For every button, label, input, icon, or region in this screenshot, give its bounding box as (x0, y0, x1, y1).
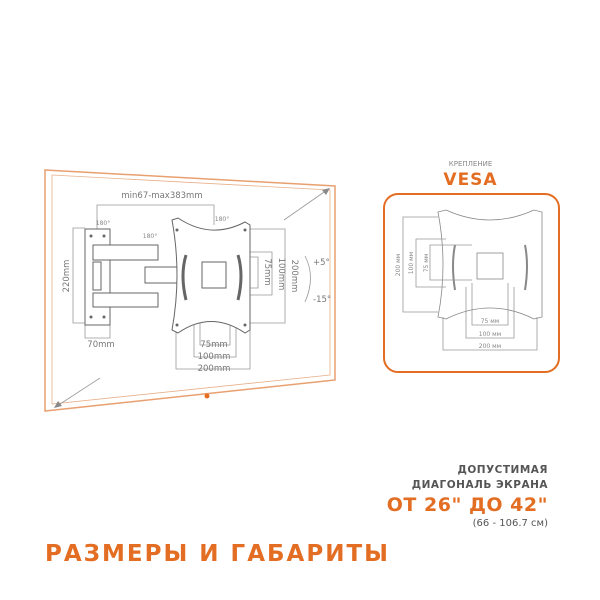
vesa-v-100-label: 100mm (276, 258, 286, 291)
swivel-badge: 180° (143, 233, 157, 240)
diagonal-range: ОТ 26" ДО 42" (386, 494, 548, 516)
vesa-h-100-label: 100 мм (479, 331, 501, 338)
tilt-up-label: +5° (313, 258, 330, 268)
section-title: РАЗМЕРЫ И ГАБАРИТЫ (45, 541, 390, 567)
diagonal-label-line1: ДОПУСТИМАЯ (457, 464, 548, 476)
vesa-caption: КРЕПЛЕНИЕ (448, 160, 493, 168)
vesa-v-100-label: 100 мм (408, 252, 415, 274)
diagonal-label-line2: ДИАГОНАЛЬ ЭКРАНА (411, 479, 548, 491)
wall-plate-height-label: 220mm (62, 260, 72, 293)
vesa-v-75-label: 75mm (262, 258, 272, 285)
vesa-v-200-label: 200mm (289, 260, 299, 293)
vesa-h-75-label: 75mm (200, 340, 227, 350)
diagonal-range-cm: (66 - 106.7 см) (472, 518, 548, 529)
vesa-h-100-label: 100mm (198, 352, 231, 362)
tv-plate (171, 217, 251, 334)
vesa-h-75-label: 75 мм (481, 318, 500, 325)
swivel-badge: 180° (96, 220, 110, 227)
diagonal-arrow-icon (54, 188, 330, 408)
tilt-down-label: -15° (313, 295, 331, 305)
vesa-v-75-label: 75 мм (423, 254, 430, 273)
wall-plate-width-label: 70mm (87, 340, 114, 350)
arm-extension-label: min67-max383mm (121, 191, 202, 201)
vesa-v-200-label: 200 мм (395, 254, 402, 276)
vesa-h-200-label: 200 мм (479, 343, 501, 350)
swivel-badge: 180° (215, 216, 229, 223)
vesa-h-200-label: 200mm (198, 364, 231, 374)
swivel-arms (92, 244, 178, 308)
vesa-panel (383, 193, 560, 373)
vesa-title: VESA (443, 170, 498, 190)
tv-power-led (204, 393, 210, 399)
